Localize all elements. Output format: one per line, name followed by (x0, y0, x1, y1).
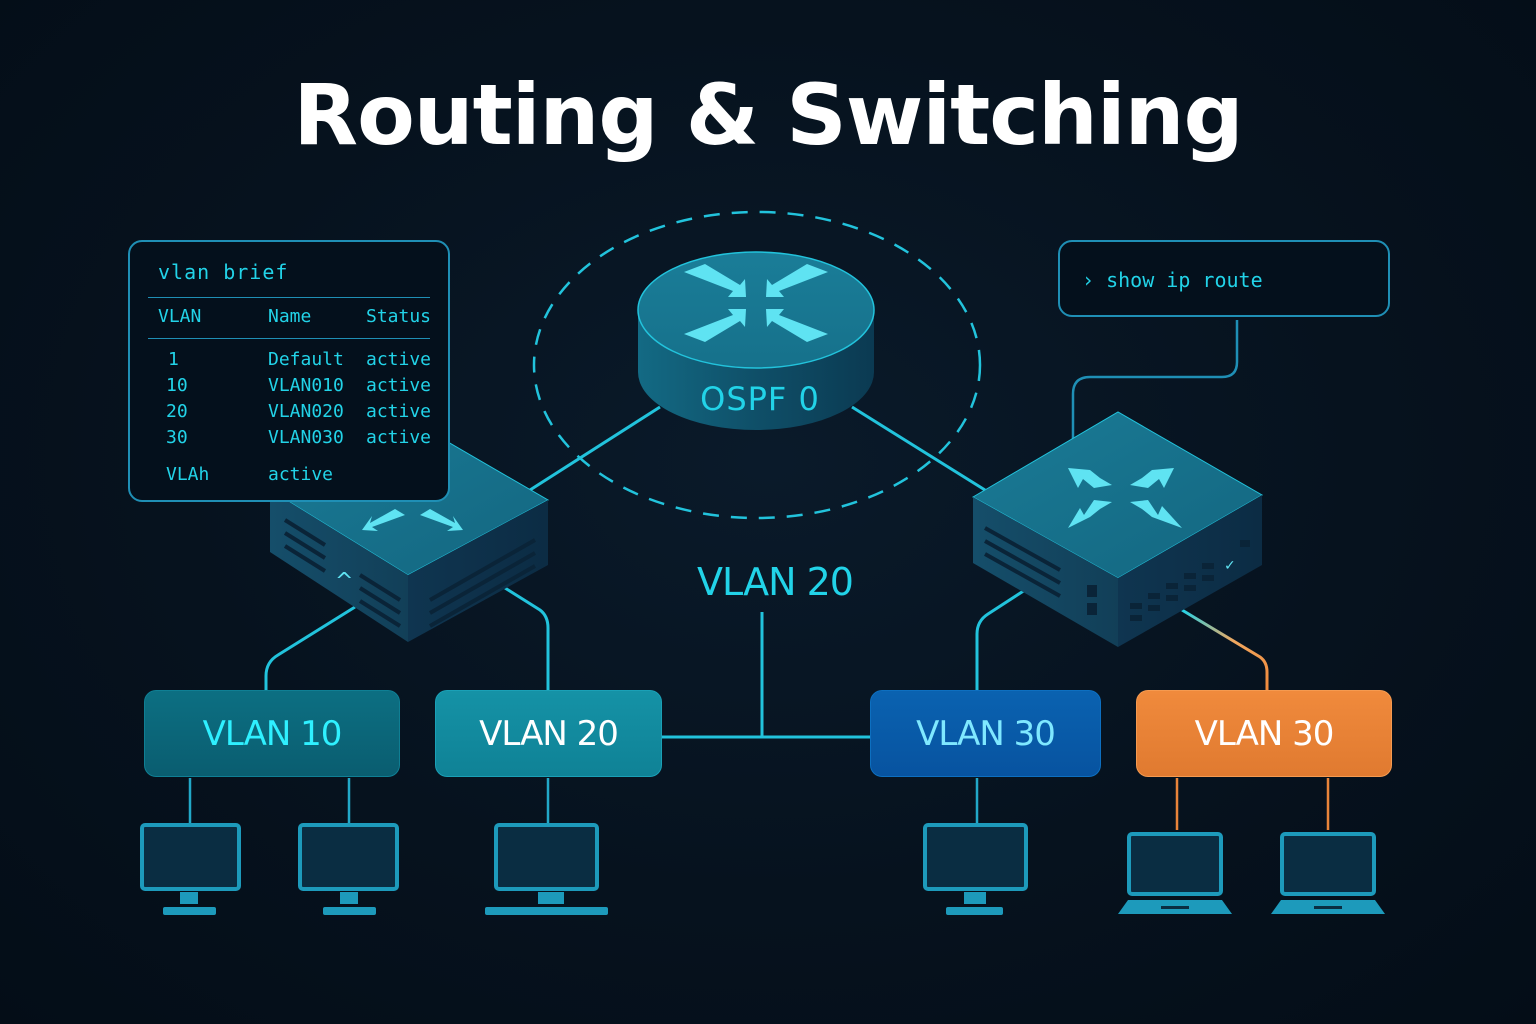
cell-vlan: 20 (166, 401, 188, 422)
cell-name: VLAN010 (268, 375, 344, 396)
route-prompt: › show ip route (1082, 268, 1263, 292)
ospf-area-boundary (532, 210, 982, 520)
footer-status: active (268, 464, 334, 485)
link-route-panel-right-switch (1071, 320, 1239, 440)
vlan-label: VLAN 20 (479, 713, 619, 754)
link-left-switch-vlan20 (504, 586, 550, 690)
header-status: Status (366, 306, 432, 327)
ospf-router: OSPF 0 (637, 251, 875, 430)
link-router-right-switch (851, 405, 986, 492)
right-switch-status-glyph: ✓ (1224, 558, 1236, 574)
cell-name: VLAN030 (268, 427, 344, 448)
host-laptop (1271, 832, 1385, 914)
header-vlan: VLAN (158, 306, 202, 327)
host-desktop (140, 823, 241, 915)
host-desktop (923, 823, 1028, 915)
page-title: Routing & Switching (293, 66, 1243, 164)
switch-arrows-icon (1068, 468, 1182, 528)
cell-vlan: 30 (166, 427, 188, 448)
vlan-label: VLAN 10 (202, 713, 343, 754)
host-desktop (298, 823, 399, 915)
host-links (188, 778, 1330, 830)
chevron-right-icon: › (1082, 268, 1095, 292)
header-name: Name (268, 306, 312, 327)
vlan-label: VLAN 30 (1194, 713, 1335, 754)
link-router-left-switch (529, 405, 661, 492)
left-switch-status-glyph: ^ (335, 569, 353, 594)
link-right-switch-vlan30-orange (1181, 608, 1269, 690)
vlan-box-10: VLAN 10 (144, 690, 400, 777)
cell-status: active (366, 401, 432, 422)
switch-arrows-icon (362, 509, 463, 531)
link-left-switch-vlan10 (264, 605, 356, 690)
cell-status: active (366, 375, 432, 396)
right-switch: ✓ (971, 411, 1264, 647)
divider (148, 338, 430, 339)
vlan-brief-panel: vlan brief VLAN Name Status 1 Default ac… (128, 240, 450, 502)
cell-name: Default (268, 349, 344, 370)
vlan-label: VLAN 30 (916, 713, 1056, 754)
vlan-brief-command: vlan brief (158, 260, 289, 284)
vlan-box-30-blue: VLAN 30 (870, 690, 1101, 777)
cell-vlan: 1 (168, 349, 179, 370)
show-ip-route-panel: › show ip route (1058, 240, 1390, 317)
trunk-label: VLAN 20 (697, 560, 854, 604)
host-desktop (485, 823, 608, 915)
cell-name: VLAN020 (268, 401, 344, 422)
cell-status: active (366, 427, 432, 448)
divider (148, 297, 430, 298)
cell-status: active (366, 349, 432, 370)
footer-vlan: VLAh (166, 464, 210, 485)
router-arrows-inward-icon (684, 264, 828, 342)
link-right-switch-vlan30-blue (975, 588, 1026, 690)
host-laptop (1118, 832, 1232, 914)
vlan-box-30-orange: VLAN 30 (1136, 690, 1392, 777)
cell-vlan: 10 (166, 375, 188, 396)
router-label: OSPF 0 (700, 380, 820, 418)
vlan-box-20: VLAN 20 (435, 690, 662, 777)
route-command: show ip route (1106, 268, 1263, 292)
